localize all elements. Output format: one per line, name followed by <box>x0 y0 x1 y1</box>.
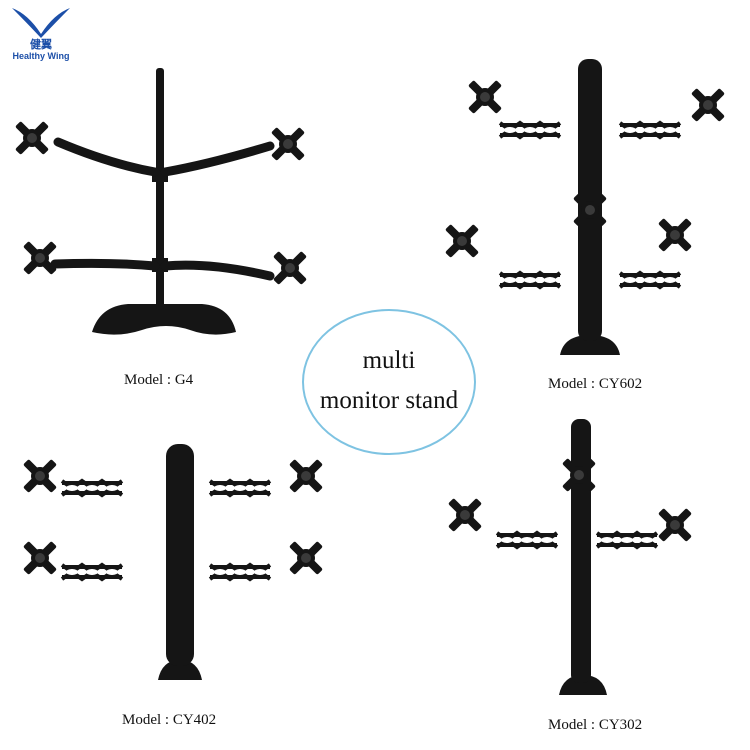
product-image-g4 <box>15 68 307 335</box>
brand-logo: 健翼 Healthy Wing <box>8 4 74 66</box>
wing-logo-icon <box>12 8 70 38</box>
category-badge: multi monitor stand <box>302 309 476 455</box>
model-label-cy402: Model : CY402 <box>122 712 217 728</box>
model-label-cy602: Model : CY602 <box>548 376 643 392</box>
brand-name-chinese: 健翼 <box>30 38 52 51</box>
badge-title-line-2: monitor stand <box>319 387 459 414</box>
model-label-cy302: Model : CY302 <box>548 717 643 733</box>
brand-name-english: Healthy Wing <box>12 51 70 61</box>
product-image-cy402 <box>23 444 323 680</box>
product-image-cy302 <box>448 419 692 695</box>
model-label-g4: Model : G4 <box>124 372 194 388</box>
badge-title-line-1: multi <box>362 347 416 374</box>
product-image-cy602 <box>445 59 725 355</box>
